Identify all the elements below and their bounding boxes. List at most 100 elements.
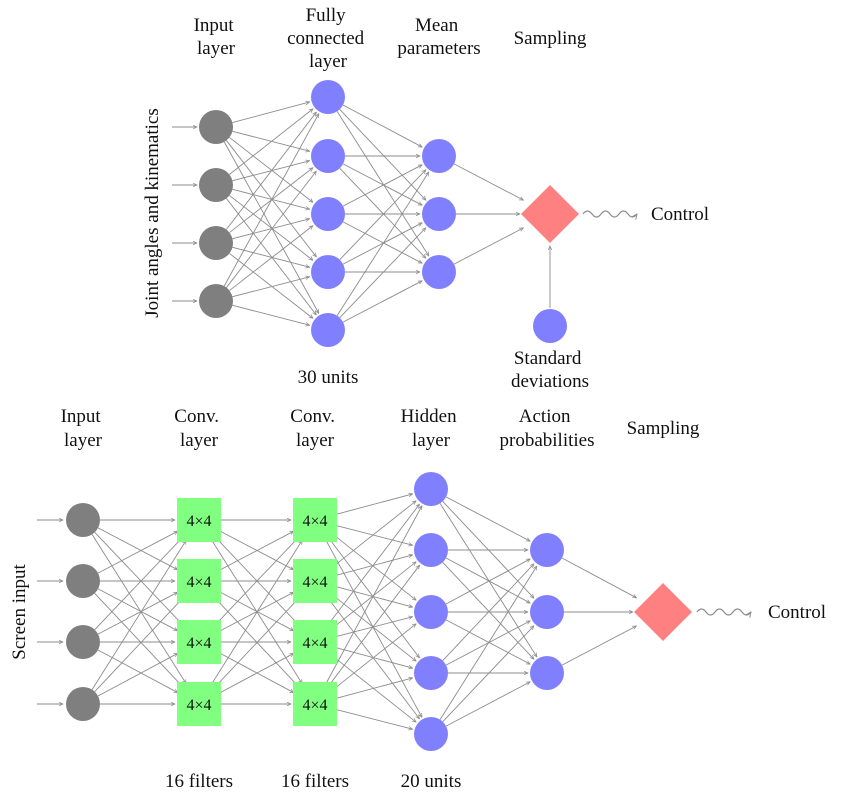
conv1-filter-box (177, 682, 221, 726)
conv1-filter-box (177, 559, 221, 603)
top-input-node (199, 110, 233, 144)
bottom-input-layer (66, 503, 100, 721)
bottom-header-input: Input layer (61, 406, 106, 451)
bottom-edge-conv2-hidden (336, 647, 412, 668)
bottom-edge-conv2-hidden (331, 533, 416, 601)
bottom-edge-conv1-conv2 (210, 540, 302, 686)
top-input-node (199, 226, 233, 260)
top-edge-input-fc (229, 226, 313, 291)
conv1-filter-box (177, 498, 221, 542)
top-edge-input-fc (225, 112, 316, 230)
action-node (530, 595, 564, 629)
bottom-edge-conv2-hidden (336, 709, 412, 730)
top-edge-input-fc (226, 171, 316, 288)
action-node (530, 533, 564, 567)
bottom-edge-hidden-action (445, 496, 530, 541)
top-fc-node (311, 139, 345, 173)
top-header-sampling: Sampling (514, 28, 587, 49)
bottom-output-label: Control (768, 602, 826, 623)
top-input-layer (199, 110, 233, 318)
bottom-edge-conv2-hidden (336, 678, 412, 699)
conv2-filter-label: 4×4 (302, 574, 327, 591)
conv2-caption: 16 filters (281, 771, 349, 792)
top-edge-input-fc (232, 102, 309, 124)
bottom-header-conv1: Conv. layer (174, 406, 223, 451)
bottom-side-label: Screen input (9, 564, 30, 660)
bottom-sampling-node (634, 583, 692, 641)
bottom-edge-input-conv1 (97, 588, 178, 631)
bottom-hidden-layer (414, 472, 448, 751)
bottom-edge-conv1-conv2 (218, 590, 293, 631)
bottom-edge-conv2-hidden (325, 539, 421, 717)
top-edge-input-fc (226, 198, 316, 315)
bottom-edge-conv1-conv2 (218, 592, 293, 633)
top-edge-fc-mean (339, 109, 426, 200)
hidden-node (414, 717, 448, 751)
bottom-edge-hidden-action (439, 566, 537, 720)
top-edge-input-fc (232, 304, 309, 325)
bottom-edge-input-conv1 (97, 649, 178, 693)
top-edge-input-fc (226, 140, 316, 257)
bottom-edge-conv2-hidden (336, 617, 412, 637)
top-fc-node (311, 255, 345, 289)
conv2-filter-box (293, 620, 337, 664)
top-edge-input-fc (223, 114, 319, 287)
bottom-conv1-layer: 4×4 4×4 4×4 4×4 (177, 498, 221, 726)
top-edge-fc-mean (342, 165, 422, 207)
conv1-filter-label: 4×4 (186, 513, 211, 530)
bottom-conv2-layer: 4×4 4×4 4×4 4×4 (293, 498, 337, 726)
bottom-input-node (66, 625, 100, 659)
bottom-edge-hidden-action (442, 626, 534, 722)
bottom-edge-conv2-hidden (327, 504, 419, 625)
bottom-action-layer (530, 533, 564, 690)
bottom-edge-conv2-hidden (331, 655, 416, 723)
top-side-label: Joint angles and kinematics (142, 108, 163, 317)
top-input-node (199, 168, 233, 202)
bottom-edge-conv1-conv2 (218, 651, 293, 692)
top-edge-input-fc (232, 246, 309, 267)
conv2-filter-label: 4×4 (302, 513, 327, 530)
bottom-control-wave (696, 608, 751, 615)
bottom-edge-input-conv1 (97, 527, 178, 570)
bottom-edge-hidden-action (439, 503, 537, 657)
top-edge-input-fc (232, 219, 309, 240)
top-edge-fc-mean (342, 163, 422, 205)
top-edge-input-fc (229, 195, 313, 260)
top-edge-input-fc (232, 188, 309, 209)
bottom-edge-input-conv1 (97, 531, 178, 574)
top-mean-node (422, 139, 456, 173)
conv2-filter-box (293, 498, 337, 542)
top-edge-fc-mean (342, 223, 422, 265)
top-edge-mean-sampling (453, 163, 523, 200)
bottom-edge-input-conv1 (97, 592, 178, 635)
top-edge-input-fc (229, 253, 313, 318)
bottom-edge-input-conv1 (94, 537, 183, 630)
conv2-filter-box (293, 682, 337, 726)
bottom-input-node (66, 687, 100, 721)
bottom-edge-hidden-action (445, 559, 530, 605)
bottom-edge-hidden-action (445, 619, 530, 664)
top-edge-input-fc (229, 137, 313, 202)
bottom-edge-input-conv1 (94, 598, 183, 692)
bottom-edge-action-sampling (561, 626, 636, 666)
top-edge-fc-mean (339, 170, 426, 261)
bottom-edge-conv2-hidden (331, 594, 416, 662)
policy-network-discrete: Input layer Conv. layer Conv. layer Hidd… (9, 406, 826, 792)
top-header-mean-parameters: Mean parameters (397, 15, 480, 59)
bottom-edge-conv2-hidden (336, 555, 412, 576)
bottom-edge-conv2-hidden (327, 565, 419, 687)
top-edge-fc-mean (339, 228, 426, 319)
bottom-header-conv2: Conv. layer (290, 406, 339, 451)
conv1-filter-label: 4×4 (186, 574, 211, 591)
top-units-caption: 30 units (298, 367, 359, 388)
bottom-edge-conv1-conv2 (218, 529, 293, 570)
hidden-node (414, 656, 448, 690)
conv1-filter-label: 4×4 (186, 635, 211, 652)
bottom-edge-conv2-hidden (325, 506, 422, 685)
bottom-edge-action-sampling (561, 557, 637, 598)
conv2-filter-box (293, 559, 337, 603)
top-edge-input-fc (229, 109, 313, 175)
bottom-edge-conv2-hidden (331, 501, 416, 568)
conv2-filter-label: 4×4 (302, 697, 327, 714)
